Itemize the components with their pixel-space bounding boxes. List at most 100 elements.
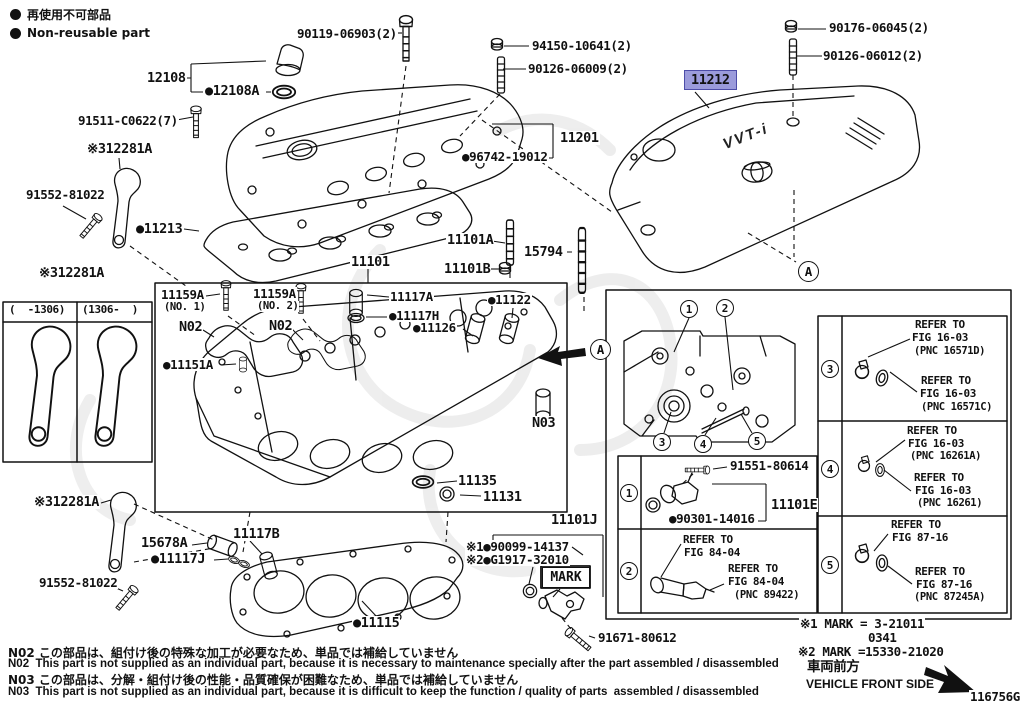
hose-row3 — [873, 368, 891, 388]
head-gasket-art — [229, 541, 464, 638]
part-label-11101b: 11101B — [443, 261, 492, 277]
part-label-11159a-no1: 11159A — [160, 287, 205, 302]
part-label-11159a-no2-sub: (NO. 2) — [256, 300, 300, 313]
fig-84-04-b: FIG 84-04 — [727, 575, 786, 588]
gasket-11117j-1 — [227, 554, 241, 566]
row-marker-5: 5 — [821, 556, 839, 574]
part-label-91551: 91551-80614 — [729, 458, 810, 473]
fig-16-03-row4-b: FIG 16-03 — [914, 484, 973, 497]
variant-header-early: ( -1306) — [8, 303, 67, 316]
part-label-g1917: ※2●G1917-32010 — [465, 552, 570, 567]
fig-87-16-a: FIG 87-16 — [891, 531, 950, 544]
note-n02-en: N02 This part is not supplied as an indi… — [8, 658, 779, 670]
sensor-row2-art — [650, 576, 715, 600]
cylinder-head-art — [193, 290, 558, 486]
part-label-15794: 15794 — [523, 244, 564, 260]
part-label-11117h: ●11117H — [388, 308, 440, 323]
oring-g1917 — [522, 583, 538, 599]
valve-guide-2 — [497, 311, 521, 346]
part-label-12281a-mid: ※312281A — [38, 265, 106, 281]
callout-1: 1 — [680, 300, 698, 318]
part-label-n03: N03 — [531, 415, 557, 431]
plug-11117b — [258, 550, 279, 581]
part-label-91552-lower: 91552-81022 — [38, 575, 119, 590]
part-label-11101j: 11101J — [550, 512, 599, 528]
clamp-row4 — [857, 455, 871, 473]
legend-non-reusable-en: Non-reusable part — [10, 26, 150, 40]
part-label-11115: ●11115 — [352, 615, 401, 631]
row-marker-3: 3 — [821, 360, 839, 378]
refer-to-row5-a: REFER TO — [890, 518, 942, 531]
refer-to-row3-b: REFER TO — [920, 374, 972, 387]
gasket-12108a — [271, 84, 297, 100]
stud-90126-06009 — [496, 56, 506, 94]
part-label-11101e: 11101E — [770, 497, 819, 513]
callout-4: 4 — [694, 435, 712, 453]
fig-84-04-a: FIG 84-04 — [683, 546, 742, 559]
hook-12281a-lower — [108, 491, 137, 573]
oring-90301 — [645, 497, 661, 513]
part-label-90126-06012: 90126-06012(2) — [822, 48, 924, 63]
stud-90126-06012 — [788, 38, 798, 76]
vvti-badge-text: VVT-i — [720, 120, 771, 153]
part-label-11212-highlighted[interactable]: 11212 — [684, 70, 737, 90]
hose-row5 — [875, 554, 889, 572]
nut-90176 — [784, 19, 798, 33]
row-marker-4: 4 — [821, 460, 839, 478]
clamp-row5 — [854, 543, 870, 564]
fig-87-16-b: FIG 87-16 — [915, 578, 974, 591]
note-n02-jp: N02 この部品は、組付け後の特殊な加工が必要なため、単品では補給していません — [8, 646, 459, 660]
part-label-90099: ※1●90099-14137 — [465, 539, 570, 554]
callout-3: 3 — [653, 433, 671, 451]
part-label-n02-1: N02 — [178, 319, 204, 335]
part-label-15678a: 15678A — [140, 535, 189, 551]
bolt-90119 — [398, 14, 414, 62]
fig-16-03-row3-a: FIG 16-03 — [911, 331, 970, 344]
part-label-11117b: 11117B — [232, 526, 281, 542]
engine-cover-art — [609, 85, 921, 274]
hose-row4 — [875, 463, 885, 477]
part-label-11159a-no1-sub: (NO. 1) — [163, 301, 207, 314]
non-reusable-dot-icon — [10, 27, 21, 39]
hook-variant-early — [28, 325, 72, 447]
part-label-91671: 91671-80612 — [597, 630, 678, 645]
plug-11117a — [349, 288, 363, 317]
note-n03-jp: N03 この部品は、分解・組付け後の性能・品質確保が困難なため、単品では補給して… — [8, 673, 519, 687]
refer-to-row4-b: REFER TO — [913, 471, 965, 484]
part-label-91511: 91511-C0622(7) — [77, 113, 179, 128]
oil-cap-12108 — [276, 44, 304, 71]
part-label-11122: ●11122 — [487, 292, 532, 307]
part-label-90119: 90119-06903(2) — [296, 26, 398, 41]
refer-to-row4-a: REFER TO — [906, 424, 958, 437]
pnc-89422: (PNC 89422) — [733, 589, 801, 602]
variant-header-late: (1306- ) — [81, 303, 140, 316]
part-label-12281a-upper: ※312281A — [86, 141, 154, 157]
pnc-16261a: (PNC 16261A) — [909, 450, 983, 463]
gasket-11117h — [347, 312, 365, 324]
part-label-11126: ●11126 — [412, 320, 457, 335]
legend-jp-text: 再使用不可部品 — [27, 8, 112, 22]
legend-en-text: Non-reusable part — [27, 26, 151, 40]
vehicle-front-en: VEHICLE FRONT SIDE — [806, 677, 935, 691]
part-label-n02-2: N02 — [268, 318, 294, 334]
seal-11131 — [439, 486, 455, 502]
sensor-11101e-art — [659, 472, 699, 505]
bolt-91551 — [684, 465, 711, 475]
part-label-12281a-lower: ※312281A — [33, 494, 101, 510]
refer-to-row3-a: REFER TO — [914, 318, 966, 331]
part-label-91552-upper: 91552-81022 — [25, 187, 106, 202]
fig-16-03-row3-b: FIG 16-03 — [919, 387, 978, 400]
part-label-11131: 11131 — [482, 489, 523, 505]
callout-5: 5 — [748, 432, 766, 450]
nut-11101b — [498, 261, 512, 275]
callout-2: 2 — [716, 299, 734, 317]
refer-to-row2-b: REFER TO — [727, 562, 779, 575]
footnote-mark1b: 0341 — [867, 630, 898, 645]
view-marker-a-head: A — [590, 339, 611, 360]
row-marker-1: 1 — [620, 484, 638, 502]
vehicle-front-jp: 車両前方 — [806, 659, 861, 675]
clamp-row3 — [854, 359, 870, 380]
engine-side-view — [623, 330, 796, 443]
mark-box: MARK — [542, 567, 590, 588]
